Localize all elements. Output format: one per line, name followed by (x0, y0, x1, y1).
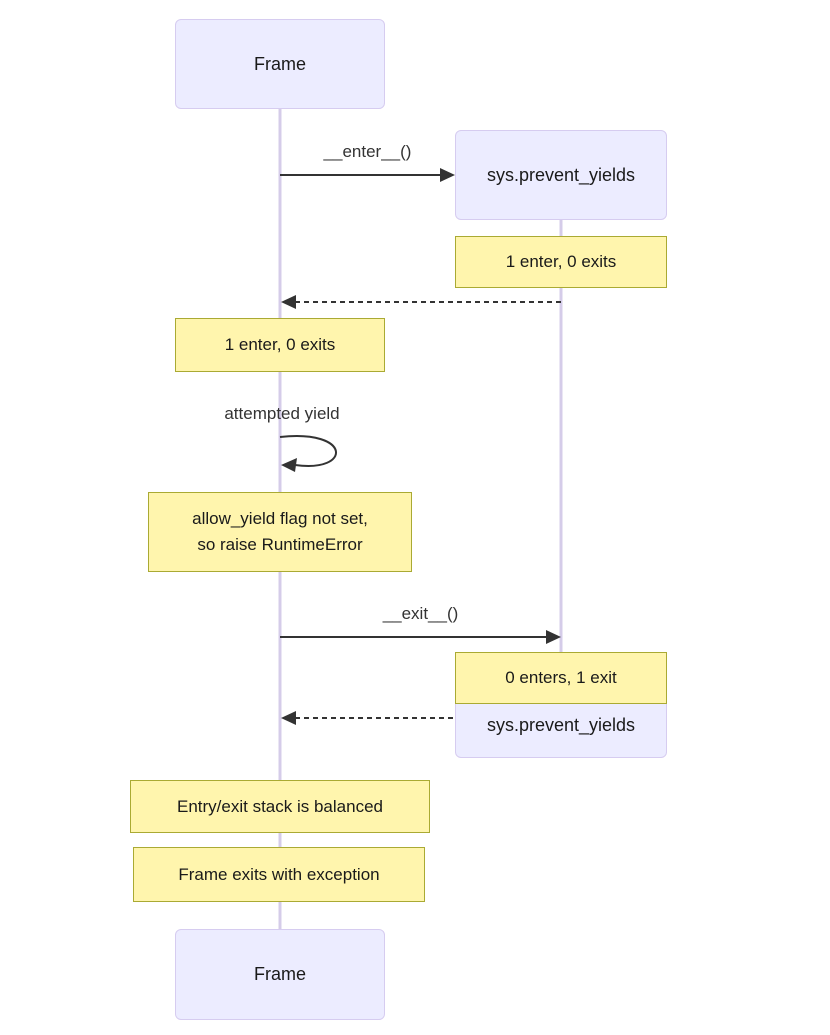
exit-message-label: __exit__() (382, 604, 459, 623)
note-right-exit: 0 enters, 1 exit (455, 652, 667, 704)
return-exit-arrow-head-icon (281, 711, 296, 725)
enter-arrow-head-icon (440, 168, 455, 182)
note-balanced: Entry/exit stack is balanced (130, 780, 430, 833)
actor-sys-bottom-label: sys.prevent_yields (486, 714, 636, 735)
self-loop-arrow-line (279, 435, 337, 467)
enter-message-label: __enter__() (323, 142, 412, 161)
note-allow-yield: allow_yield flag not set, so raise Runti… (148, 492, 412, 572)
actor-frame-bottom: Frame (175, 929, 385, 1020)
note-right-enter: 1 enter, 0 exits (455, 236, 667, 288)
actor-sys-top-label: sys.prevent_yields (486, 164, 636, 185)
actor-frame-top: Frame (175, 19, 385, 109)
actor-sys-top: sys.prevent_yields (455, 130, 667, 220)
note-frame-exits: Frame exits with exception (133, 847, 425, 902)
return-enter-arrow-head-icon (281, 295, 296, 309)
self-loop-arrow-head-icon (281, 458, 297, 472)
actor-frame-top-label: Frame (253, 53, 306, 74)
self-loop-message-label: attempted yield (224, 404, 340, 423)
actor-frame-bottom-label: Frame (253, 964, 306, 984)
note-left-enter: 1 enter, 0 exits (175, 318, 385, 372)
exit-arrow-head-icon (546, 630, 561, 644)
